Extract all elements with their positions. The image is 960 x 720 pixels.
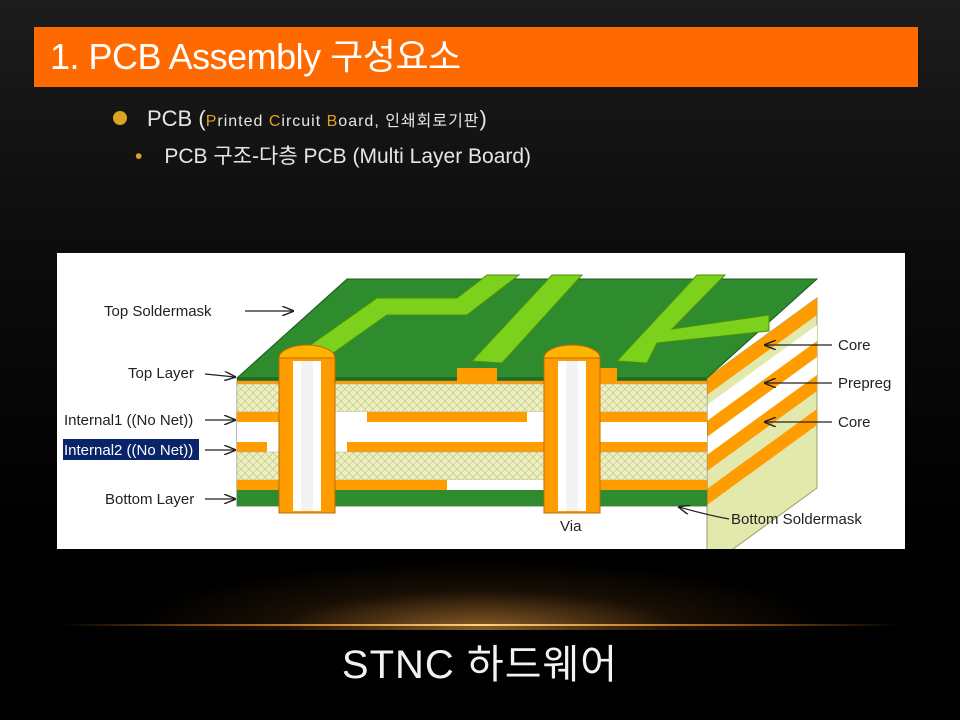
bullet-pcb-structure: • PCB 구조-다층 PCB (Multi Layer Board) xyxy=(135,143,531,171)
p-rest: rinted xyxy=(217,113,269,130)
label-via: Via xyxy=(560,518,582,535)
pcb-layer-diagram-svg: Top Soldermask Top Layer Internal1 ((No … xyxy=(63,274,891,549)
label-core-top: Core xyxy=(838,337,871,354)
via-left xyxy=(278,344,336,514)
bullet1-prefix: PCB ( xyxy=(147,106,206,131)
label-internal2: Internal2 ((No Net)) xyxy=(64,442,193,459)
sub-bullet-icon: • xyxy=(135,145,143,168)
accent-b: B xyxy=(326,113,339,130)
bullet1-suffix: ) xyxy=(479,106,487,131)
title-bar: 1. PCB Assembly 구성요소 xyxy=(34,27,918,87)
side-face xyxy=(706,297,818,549)
top-traces xyxy=(290,274,770,364)
label-top-layer: Top Layer xyxy=(128,365,194,382)
pcb-layer-diagram: Top Soldermask Top Layer Internal1 ((No … xyxy=(57,253,905,549)
bullet2-text: PCB 구조-다층 PCB (Multi Layer Board) xyxy=(164,145,532,168)
label-internal1: Internal1 ((No Net)) xyxy=(64,412,193,429)
slide-title: 1. PCB Assembly 구성요소 xyxy=(50,36,461,77)
bottom-glow xyxy=(120,560,840,630)
footer-company: STNC 하드웨어 xyxy=(341,643,619,687)
footer-divider xyxy=(60,624,900,626)
accent-p: P xyxy=(205,113,218,130)
label-bottom-layer: Bottom Layer xyxy=(105,491,194,508)
bullet1-definition: Printed Circuit Board, 인쇄회로기판 xyxy=(206,113,480,130)
selection-highlight xyxy=(63,439,199,460)
via-right xyxy=(543,344,601,514)
c-rest: ircuit xyxy=(281,113,327,130)
bullet-dot-icon xyxy=(113,111,127,125)
accent-c: C xyxy=(268,113,282,130)
label-bottom-soldermask: Bottom Soldermask xyxy=(731,511,862,528)
label-prepreg: Prepreg xyxy=(838,375,891,392)
label-top-soldermask: Top Soldermask xyxy=(104,303,212,320)
bullet-pcb-definition: PCB (Printed Circuit Board, 인쇄회로기판) xyxy=(113,104,487,134)
label-core-bottom: Core xyxy=(838,414,871,431)
b-rest: oard, 인쇄회로기판 xyxy=(338,113,480,130)
